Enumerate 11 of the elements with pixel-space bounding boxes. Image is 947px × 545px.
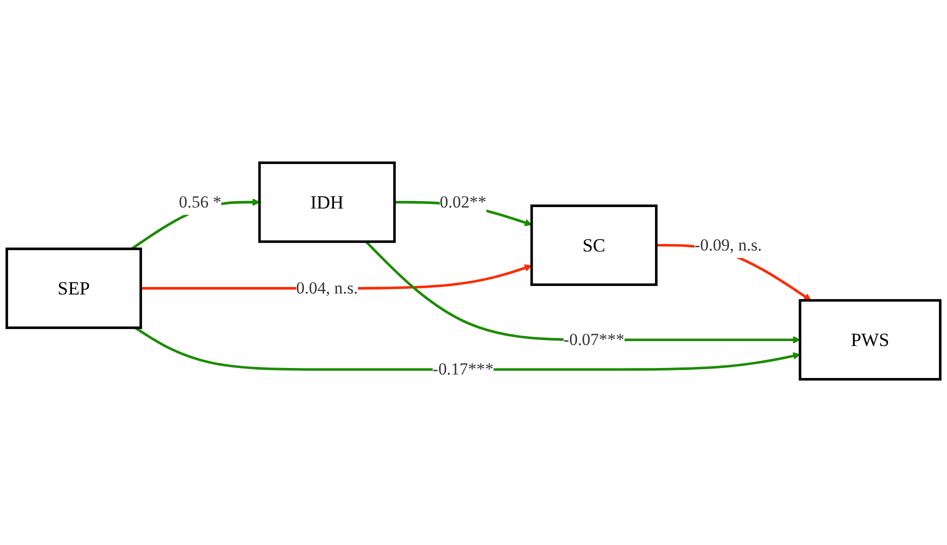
node-box: SEP — [6, 248, 142, 330]
arrow — [134, 326, 800, 371]
edge-label: -0.17*** — [432, 360, 494, 379]
node-box: IDH — [258, 161, 396, 243]
edge-label: 0.04, n.s. — [296, 278, 358, 298]
edge-label: -0.09, n.s. — [694, 236, 762, 255]
node-box: SC — [530, 204, 658, 286]
edge-label: 0.56 * — [178, 192, 222, 212]
edge-label: -0.07*** — [564, 330, 624, 350]
node-box: PWS — [798, 299, 942, 381]
edge-label: 0.02** — [440, 192, 486, 212]
